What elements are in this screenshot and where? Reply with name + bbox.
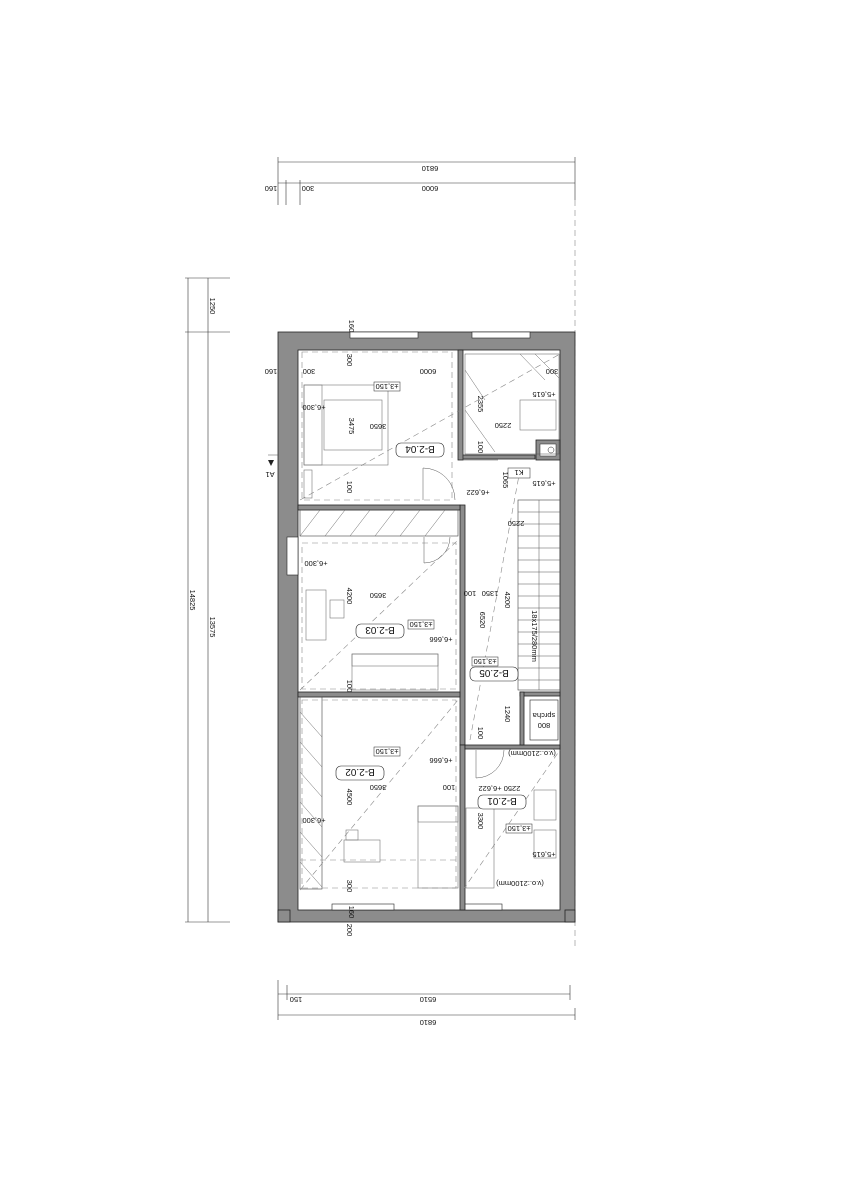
hall-h2: 2250 — [508, 519, 525, 528]
b203-mark: +6,666 — [429, 635, 452, 644]
b202-width: 3650 — [370, 783, 387, 792]
b203-depth: 4200 — [345, 588, 354, 605]
b205-w3: 100 — [476, 441, 485, 454]
top-total-dim: 6810 — [422, 164, 439, 173]
ur-width: 2250 — [495, 421, 512, 430]
top-dimensions: 6810 160 300 6000 — [265, 157, 576, 205]
wall-bottom-b-dim: 200 — [345, 924, 354, 937]
shaft-value: 800 — [538, 721, 551, 730]
b204-w2: 6000 — [420, 367, 437, 376]
room-label-b205: B-2.05 — [479, 667, 509, 678]
stair-k-label: K1 — [514, 468, 523, 477]
b205-w2: 100 — [476, 727, 485, 740]
b203-width: 3650 — [370, 591, 387, 600]
b205-depth: 6520 — [478, 612, 487, 629]
b202-depth: 4500 — [345, 789, 354, 806]
b204-width: 3650 — [370, 422, 387, 431]
room-label-b201: B-2.01 — [487, 795, 517, 806]
b202-w2: 300 — [345, 880, 354, 893]
room-label-b204: B-2.04 — [405, 443, 435, 454]
bottom-dimensions: 150 6510 6810 — [277, 980, 576, 1027]
b205-d2: 4200 — [503, 592, 512, 609]
interior-walls — [297, 349, 561, 911]
top-wall-b-dim: 300 — [302, 184, 315, 193]
room-labels: B-2.04 B-2.03 B-2.02 B-2.05 B-2.01 — [335, 442, 527, 810]
b202-w1: 100 — [443, 783, 456, 792]
door-b203 — [423, 536, 451, 564]
b205-w1: 100 — [464, 589, 477, 598]
b203-level: ±3,150 — [410, 620, 433, 629]
b203-ceiling: +6,300 — [304, 559, 327, 568]
b201-note2: (v.o.:2100mm) — [496, 879, 544, 888]
top-wall-dim: 160 — [265, 184, 278, 193]
b202-level: ±3,150 — [376, 747, 399, 756]
left-gap-dim: 1250 — [208, 298, 217, 315]
level-marks: ±3,150 +6,300 +6,300 ±3,150 +6,666 ±3,15… — [302, 381, 556, 888]
room-label-b203: B-2.03 — [365, 624, 395, 635]
doors — [422, 450, 505, 779]
left-total-dim: 14825 — [188, 590, 197, 611]
b201-depth: 3300 — [476, 813, 485, 830]
b204-ceiling: +6,300 — [302, 403, 325, 412]
wall-bottom-a-dim: 160 — [347, 906, 356, 919]
b201-note: (v.o.:2100mm) — [508, 749, 556, 758]
staircase: 18x175/280mm K1 — [507, 467, 561, 691]
b204-level: ±3,150 — [376, 382, 399, 391]
room-label-b202: B-2.02 — [345, 766, 375, 777]
section-marker: A1 — [265, 454, 278, 479]
hatched-zones — [299, 353, 560, 890]
b201-width: 2250 — [504, 784, 521, 793]
b202-mark: +6,666 — [429, 756, 452, 765]
furniture — [303, 384, 557, 889]
section-marker-label: A1 — [265, 470, 274, 479]
left-dimensions: 1250 14825 13575 — [185, 277, 230, 923]
wall-top-dim: 160 — [347, 320, 356, 333]
hall-mark: +6,622 — [466, 488, 489, 497]
bottom-total-dim: 6810 — [420, 1018, 437, 1027]
b204-w5: 100 — [345, 481, 354, 494]
stair-spec-label: 18x175/280mm — [530, 610, 539, 662]
b201-mark: +6,622 — [478, 784, 501, 793]
b201-level: ±3,150 — [508, 824, 531, 833]
b204-w1: 300 — [345, 354, 354, 367]
left-inner-dim: 13575 — [208, 617, 217, 638]
b202-ceiling: +6,300 — [302, 816, 325, 825]
bottom-wall-dim: 150 — [290, 995, 303, 1004]
ur-w2: 300 — [546, 367, 559, 376]
ur-level: +5,615 — [532, 390, 555, 399]
b205-d3: 1240 — [503, 706, 512, 723]
ur-depth: 2355 — [476, 396, 485, 413]
door-b204 — [422, 467, 456, 501]
bottom-main-dim: 6510 — [420, 995, 437, 1004]
drain-icon — [547, 446, 555, 454]
shaft-box — [529, 699, 559, 741]
top-main-dim: 6000 — [422, 184, 439, 193]
b204-w4: 300 — [303, 367, 316, 376]
b204-w3: 160 — [265, 367, 278, 376]
door-hall — [462, 450, 498, 461]
hall-level2: +5,615 — [532, 479, 555, 488]
b201-ceiling: +5,615 — [532, 850, 555, 859]
b203-w5: 100 — [345, 680, 354, 693]
interior-dims: 160 160 200 300 6000 160 300 3475 3650 1… — [265, 320, 559, 937]
b205-width: 1350 — [482, 589, 499, 598]
b204-depth: 3475 — [347, 418, 356, 435]
shaft-label: sprcha — [532, 711, 555, 720]
hall-h1: 1065 — [501, 472, 510, 489]
door-b201 — [475, 749, 505, 779]
b205-level: ±3,150 — [474, 657, 497, 666]
